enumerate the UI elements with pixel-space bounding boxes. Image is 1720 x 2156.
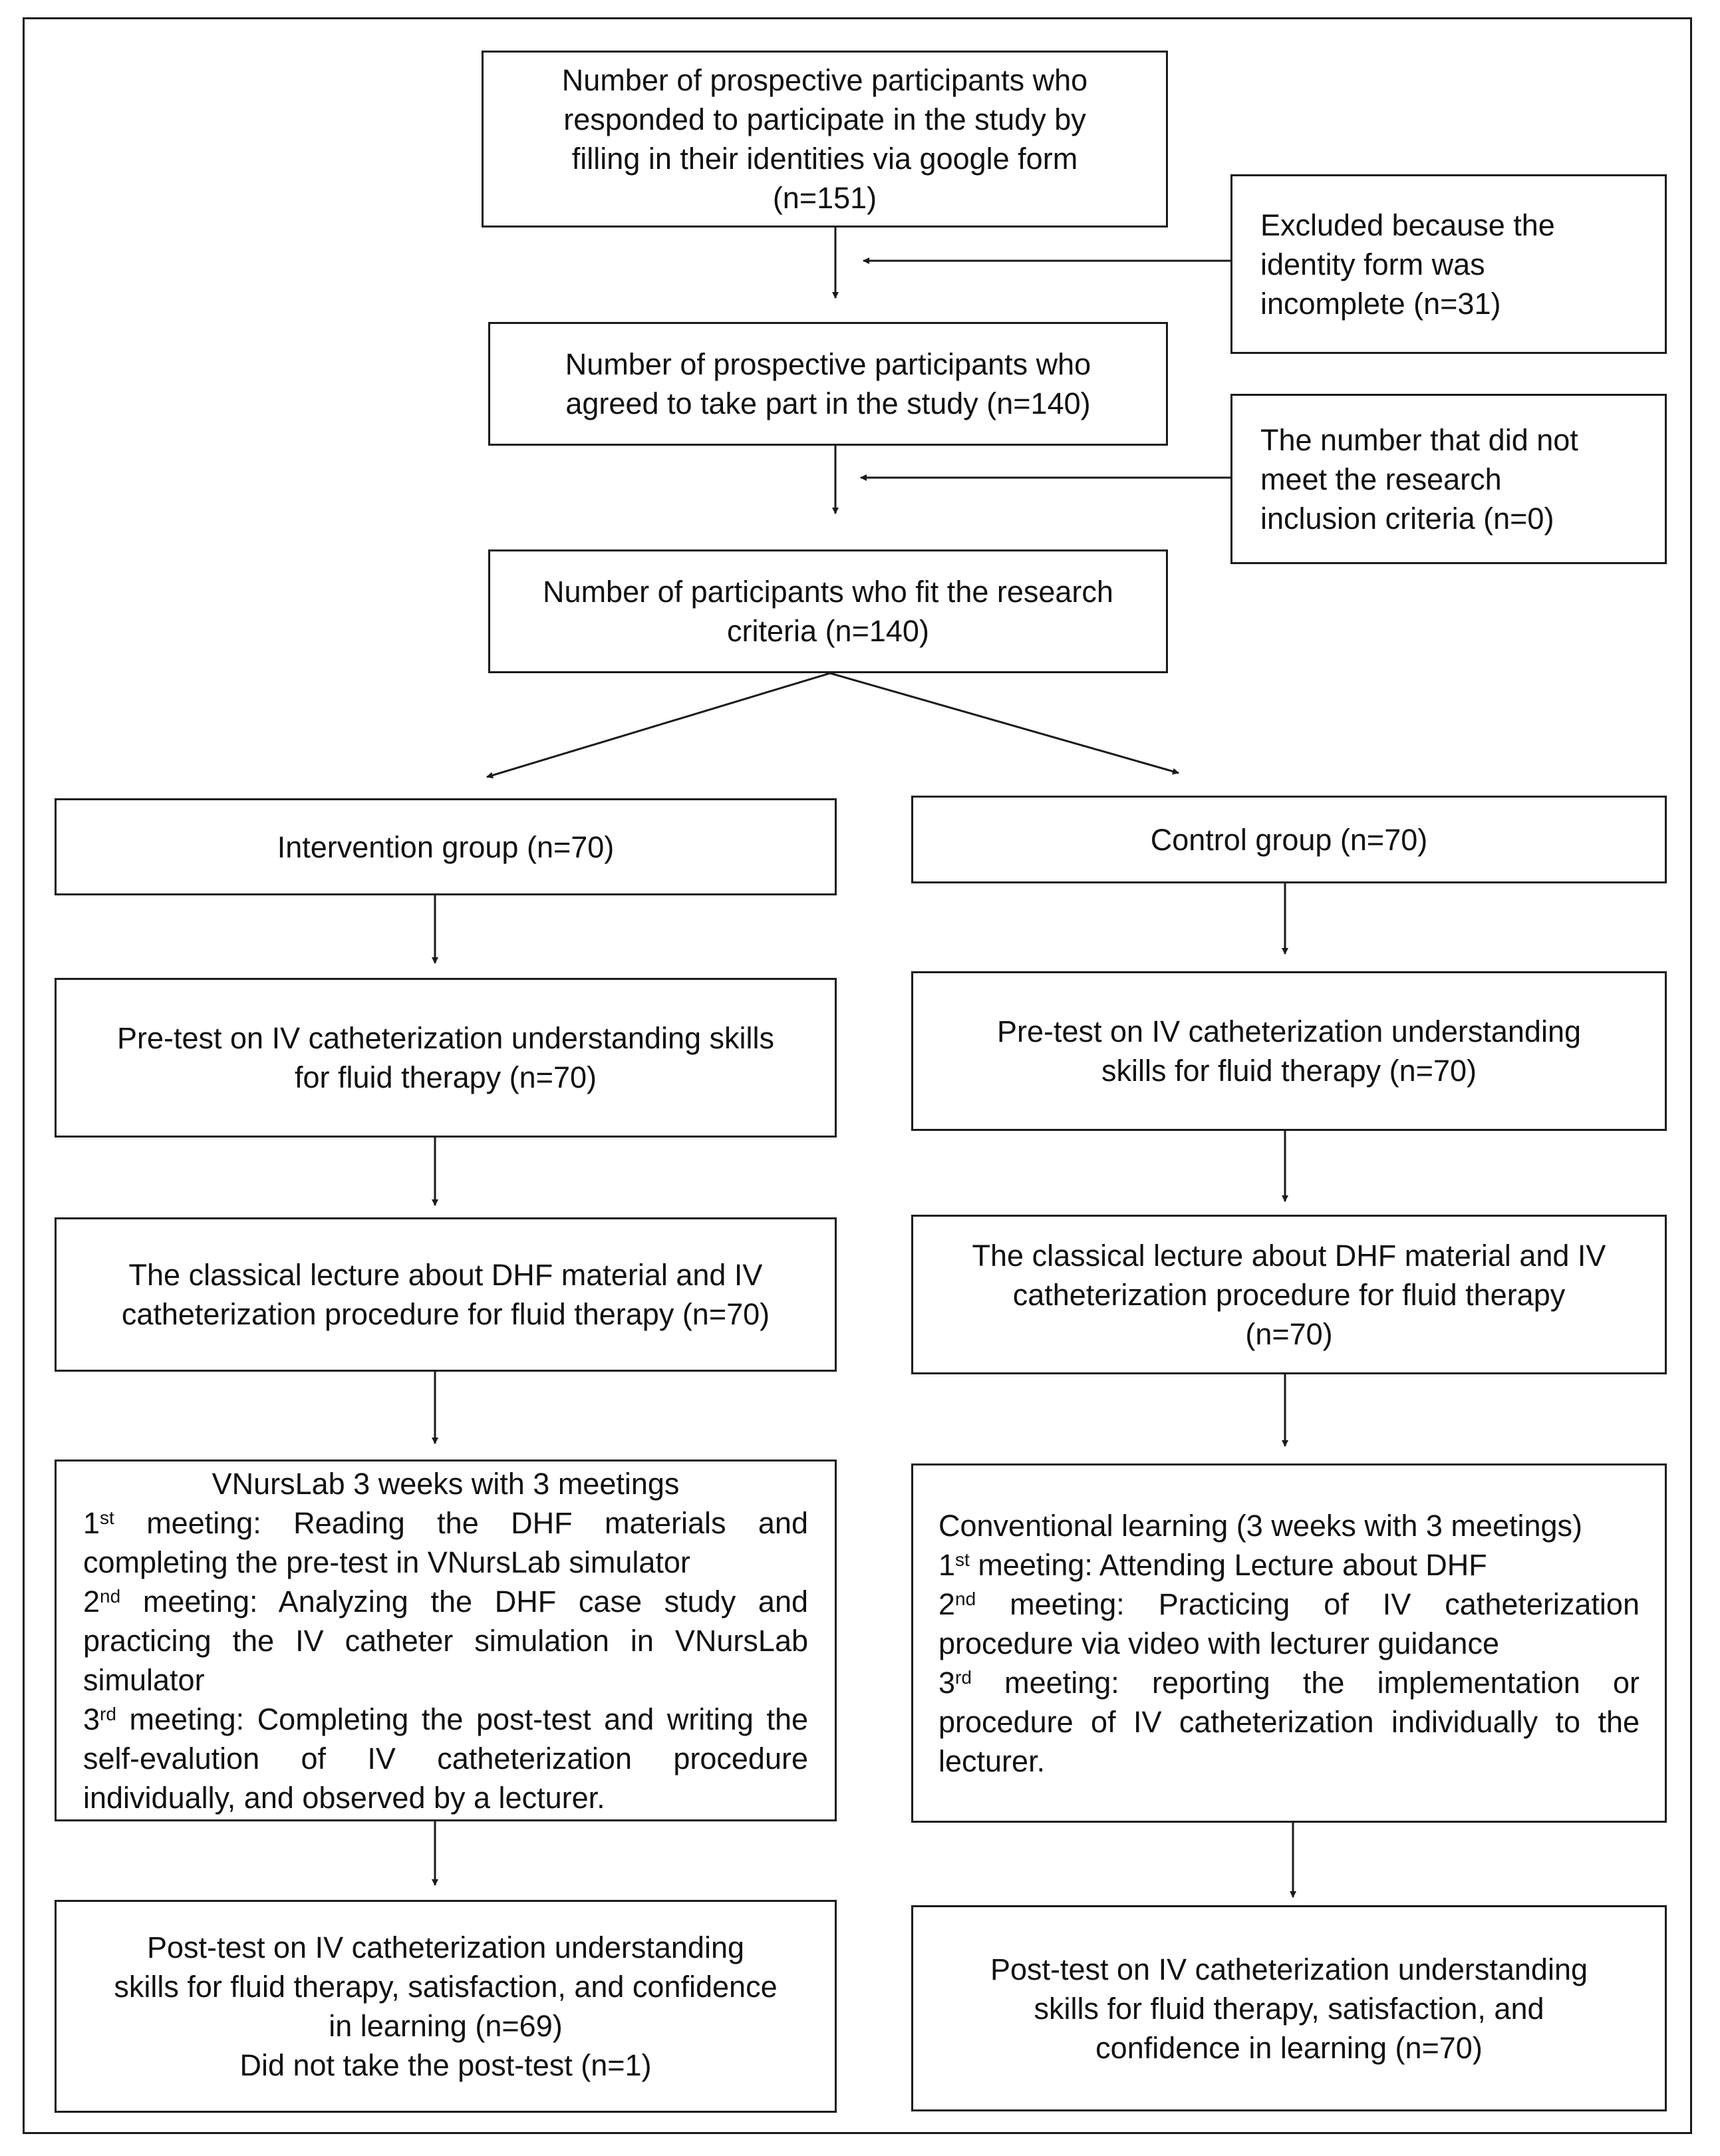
box-intervention-vnurslab: VNursLab 3 weeks with 3 meetings 1st mee… (55, 1460, 837, 1821)
intervention-lecture-line: The classical lecture about DHF material… (128, 1258, 763, 1292)
vnurslab-title: VNursLab 3 weeks with 3 meetings (212, 1466, 680, 1501)
conventional-title: Conventional learning (3 weeks with 3 me… (938, 1508, 1583, 1543)
control-pretest-line: skills for fluid therapy (n=70) (1101, 1054, 1477, 1088)
control-lecture-line: The classical lecture about DHF material… (972, 1238, 1606, 1273)
box-agreed-line: agreed to take part in the study (n=140) (565, 386, 1091, 420)
box-responded-line: (n=151) (772, 181, 877, 215)
intervention-posttest-line: skills for fluid therapy, satisfaction, … (114, 1970, 778, 2004)
conventional-meeting-3: 3rd meeting: reporting the implementatio… (938, 1665, 1640, 1778)
control-pretest-line: Pre-test on IV catheterization understan… (996, 1014, 1582, 1048)
box-excluded-line: incomplete (n=31) (1260, 286, 1501, 321)
intervention-group-label: Intervention group (n=70) (277, 830, 615, 864)
box-responded-line: filling in their identities via google f… (571, 142, 1078, 176)
box-control-posttest: Post-test on IV catheterization understa… (911, 1905, 1667, 2111)
box-fit-line: Number of participants who fit the resea… (543, 575, 1113, 609)
arrow-fit-to-control (829, 672, 1179, 775)
vnurslab-meeting-2: 2nd meeting: Analyzing the DHF case stud… (83, 1584, 808, 1697)
intervention-pretest-line: for fluid therapy (n=70) (295, 1060, 597, 1094)
box-agreed-line: Number of prospective participants who (565, 347, 1091, 381)
control-posttest-line: confidence in learning (n=70) (1095, 2030, 1483, 2065)
box-excluded-line: Excluded because the (1260, 208, 1555, 242)
intervention-posttest-line: Post-test on IV catheterization understa… (146, 1930, 745, 1964)
control-group-label: Control group (n=70) (1150, 822, 1428, 857)
control-lecture-line: catheterization procedure for fluid ther… (1012, 1277, 1566, 1312)
vnurslab-meeting-3: 3rd meeting: Completing the post-test an… (83, 1702, 808, 1815)
box-excluded-incomplete: Excluded because the identity form was i… (1230, 174, 1667, 354)
box-not-meet-criteria: The number that did not meet the researc… (1230, 394, 1667, 564)
box-responded: Number of prospective participants who r… (482, 51, 1168, 228)
box-control-group: Control group (n=70) (911, 796, 1667, 883)
box-control-conventional: Conventional learning (3 weeks with 3 me… (911, 1463, 1667, 1823)
box-intervention-lecture: The classical lecture about DHF material… (55, 1217, 837, 1372)
box-responded-line: Number of prospective participants who (561, 63, 1088, 97)
intervention-posttest-line: in learning (n=69) (329, 2009, 563, 2043)
box-agreed: Number of prospective participants who a… (488, 322, 1168, 446)
control-posttest-line: Post-test on IV catheterization understa… (990, 1952, 1588, 1986)
box-responded-line: responded to participate in the study by (563, 102, 1086, 136)
box-not-meet-line: inclusion criteria (n=0) (1260, 501, 1554, 536)
conventional-meeting-1: 1st meeting: Attending Lecture about DHF (938, 1547, 1487, 1582)
box-fit-line: criteria (n=140) (727, 614, 929, 648)
control-lecture-line: (n=70) (1245, 1316, 1333, 1351)
box-not-meet-line: meet the research (1260, 462, 1502, 496)
arrow-fit-to-intervention (486, 672, 831, 779)
box-control-pretest: Pre-test on IV catheterization understan… (911, 971, 1667, 1131)
box-intervention-posttest: Post-test on IV catheterization understa… (55, 1900, 837, 2113)
conventional-meeting-2: 2nd meeting: Practicing of IV catheteriz… (938, 1587, 1640, 1660)
box-fit-criteria: Number of participants who fit the resea… (488, 549, 1168, 673)
intervention-lecture-line: catheterization procedure for fluid ther… (121, 1297, 770, 1331)
box-control-lecture: The classical lecture about DHF material… (911, 1215, 1667, 1374)
intervention-pretest-line: Pre-test on IV catheterization understan… (116, 1021, 775, 1055)
box-intervention-pretest: Pre-test on IV catheterization understan… (55, 978, 837, 1138)
control-posttest-line: skills for fluid therapy, satisfaction, … (1034, 1991, 1544, 2026)
vnurslab-meeting-1: 1st meeting: Reading the DHF materials a… (83, 1505, 808, 1579)
box-intervention-group: Intervention group (n=70) (55, 798, 837, 895)
box-excluded-line: identity form was (1260, 247, 1485, 281)
figure-frame (23, 17, 1692, 2134)
box-not-meet-line: The number that did not (1260, 422, 1578, 457)
intervention-posttest-line: Did not take the post-test (n=1) (239, 2048, 652, 2082)
